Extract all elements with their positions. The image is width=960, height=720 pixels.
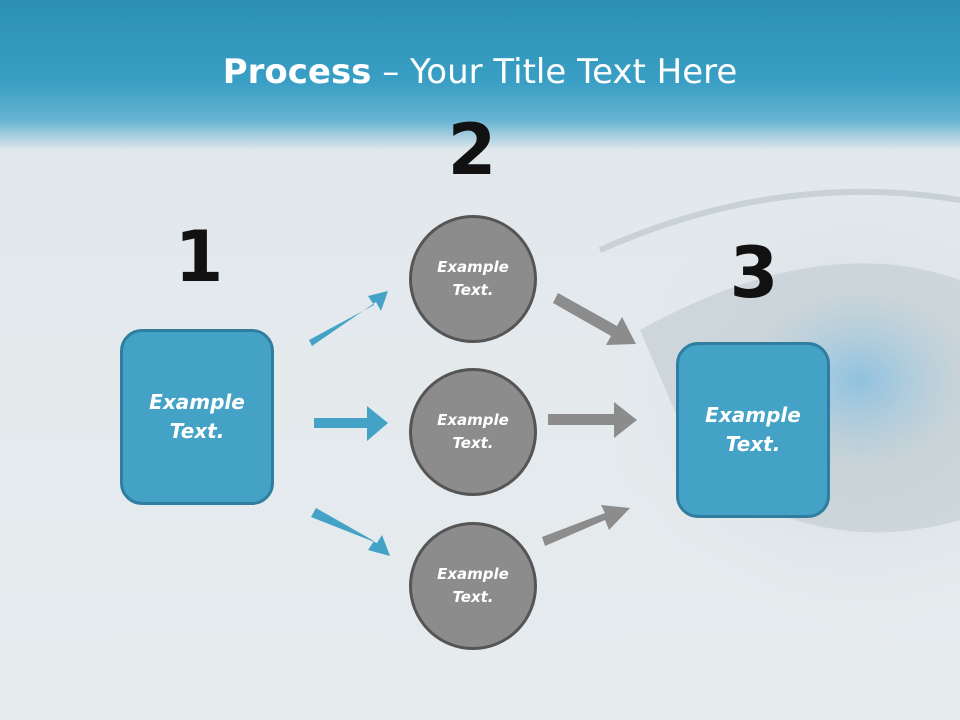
circle-bottom-line1: Example	[437, 565, 509, 583]
circle-bottom-line2: Text.	[452, 588, 494, 606]
step-3-text-line2: Text.	[725, 432, 781, 456]
circle-middle-line2: Text.	[452, 434, 494, 452]
step-number-2: 2	[447, 109, 497, 191]
slide-title: Process – Your Title Text Here	[0, 52, 960, 92]
arrow-gray-right-icon	[548, 402, 637, 438]
step-number-1: 1	[174, 216, 224, 298]
arrow-gray-down-icon	[553, 293, 636, 345]
circle-top-line1: Example	[437, 258, 509, 276]
arrow-blue-up-icon	[309, 291, 388, 346]
header-band	[0, 0, 960, 150]
circle-middle-line1: Example	[437, 411, 509, 429]
arrow-gray-up-icon	[542, 505, 630, 546]
step-1-text-line1: Example	[149, 390, 245, 414]
step-number-3: 3	[729, 232, 779, 314]
arrow-blue-right-icon	[314, 406, 388, 441]
circle-top-line2: Text.	[452, 281, 494, 299]
arrow-blue-down-icon	[311, 508, 390, 556]
title-rest: – Your Title Text Here	[371, 52, 738, 92]
title-bold: Process	[222, 52, 372, 92]
step-1-text-line2: Text.	[169, 419, 225, 443]
step-3-text-line1: Example	[705, 403, 801, 427]
